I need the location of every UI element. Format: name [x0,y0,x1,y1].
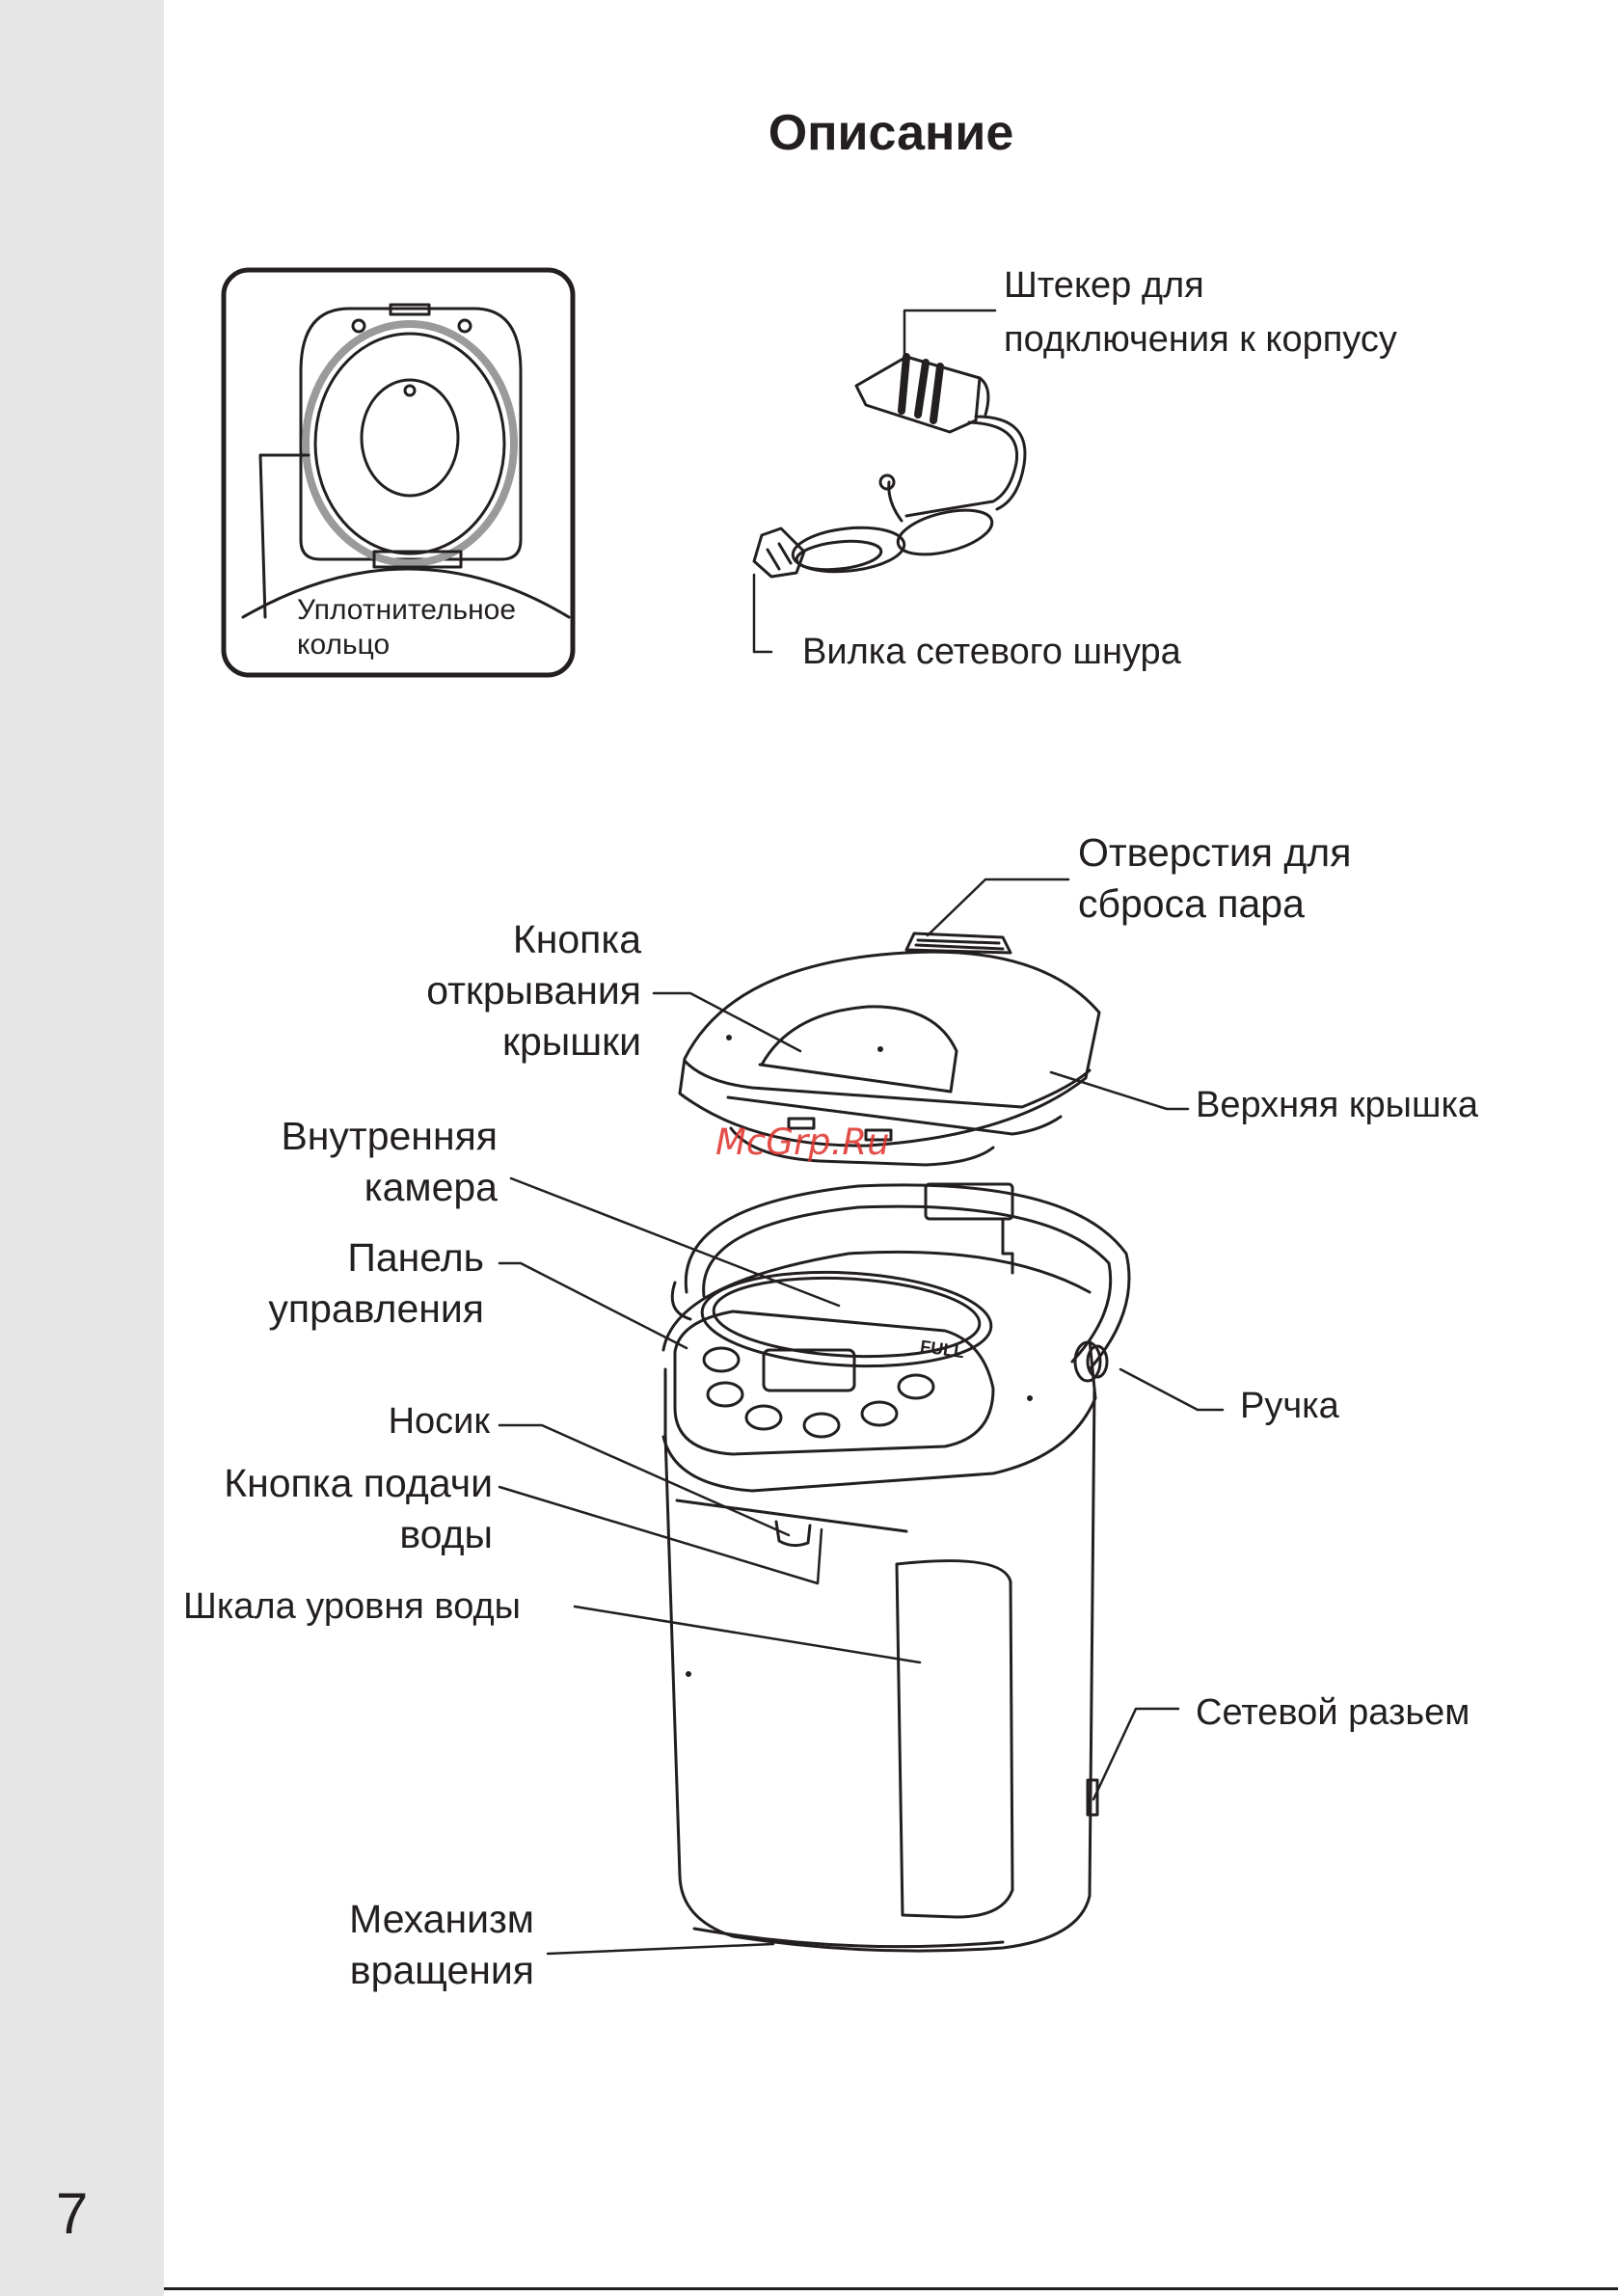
thermopot-body-drawing [663,1037,1129,1952]
spout-label: Носик [389,1396,490,1447]
full-mark: FULL [919,1337,965,1362]
water-level-scale-label: Шкала уровня воды [183,1581,521,1633]
power-socket-label: Сетевой разьем [1196,1688,1470,1739]
connector-leader [904,311,995,365]
handle-label: Ручка [1240,1381,1339,1432]
mains-plug-label: Вилка сетевого шнура [802,627,1181,678]
watermark: McGrp.Ru [715,1124,890,1160]
mains-plug-leader [754,575,771,652]
top-lid-label: Верхняя крышка [1196,1080,1478,1131]
power-cord-drawing [754,357,1025,577]
